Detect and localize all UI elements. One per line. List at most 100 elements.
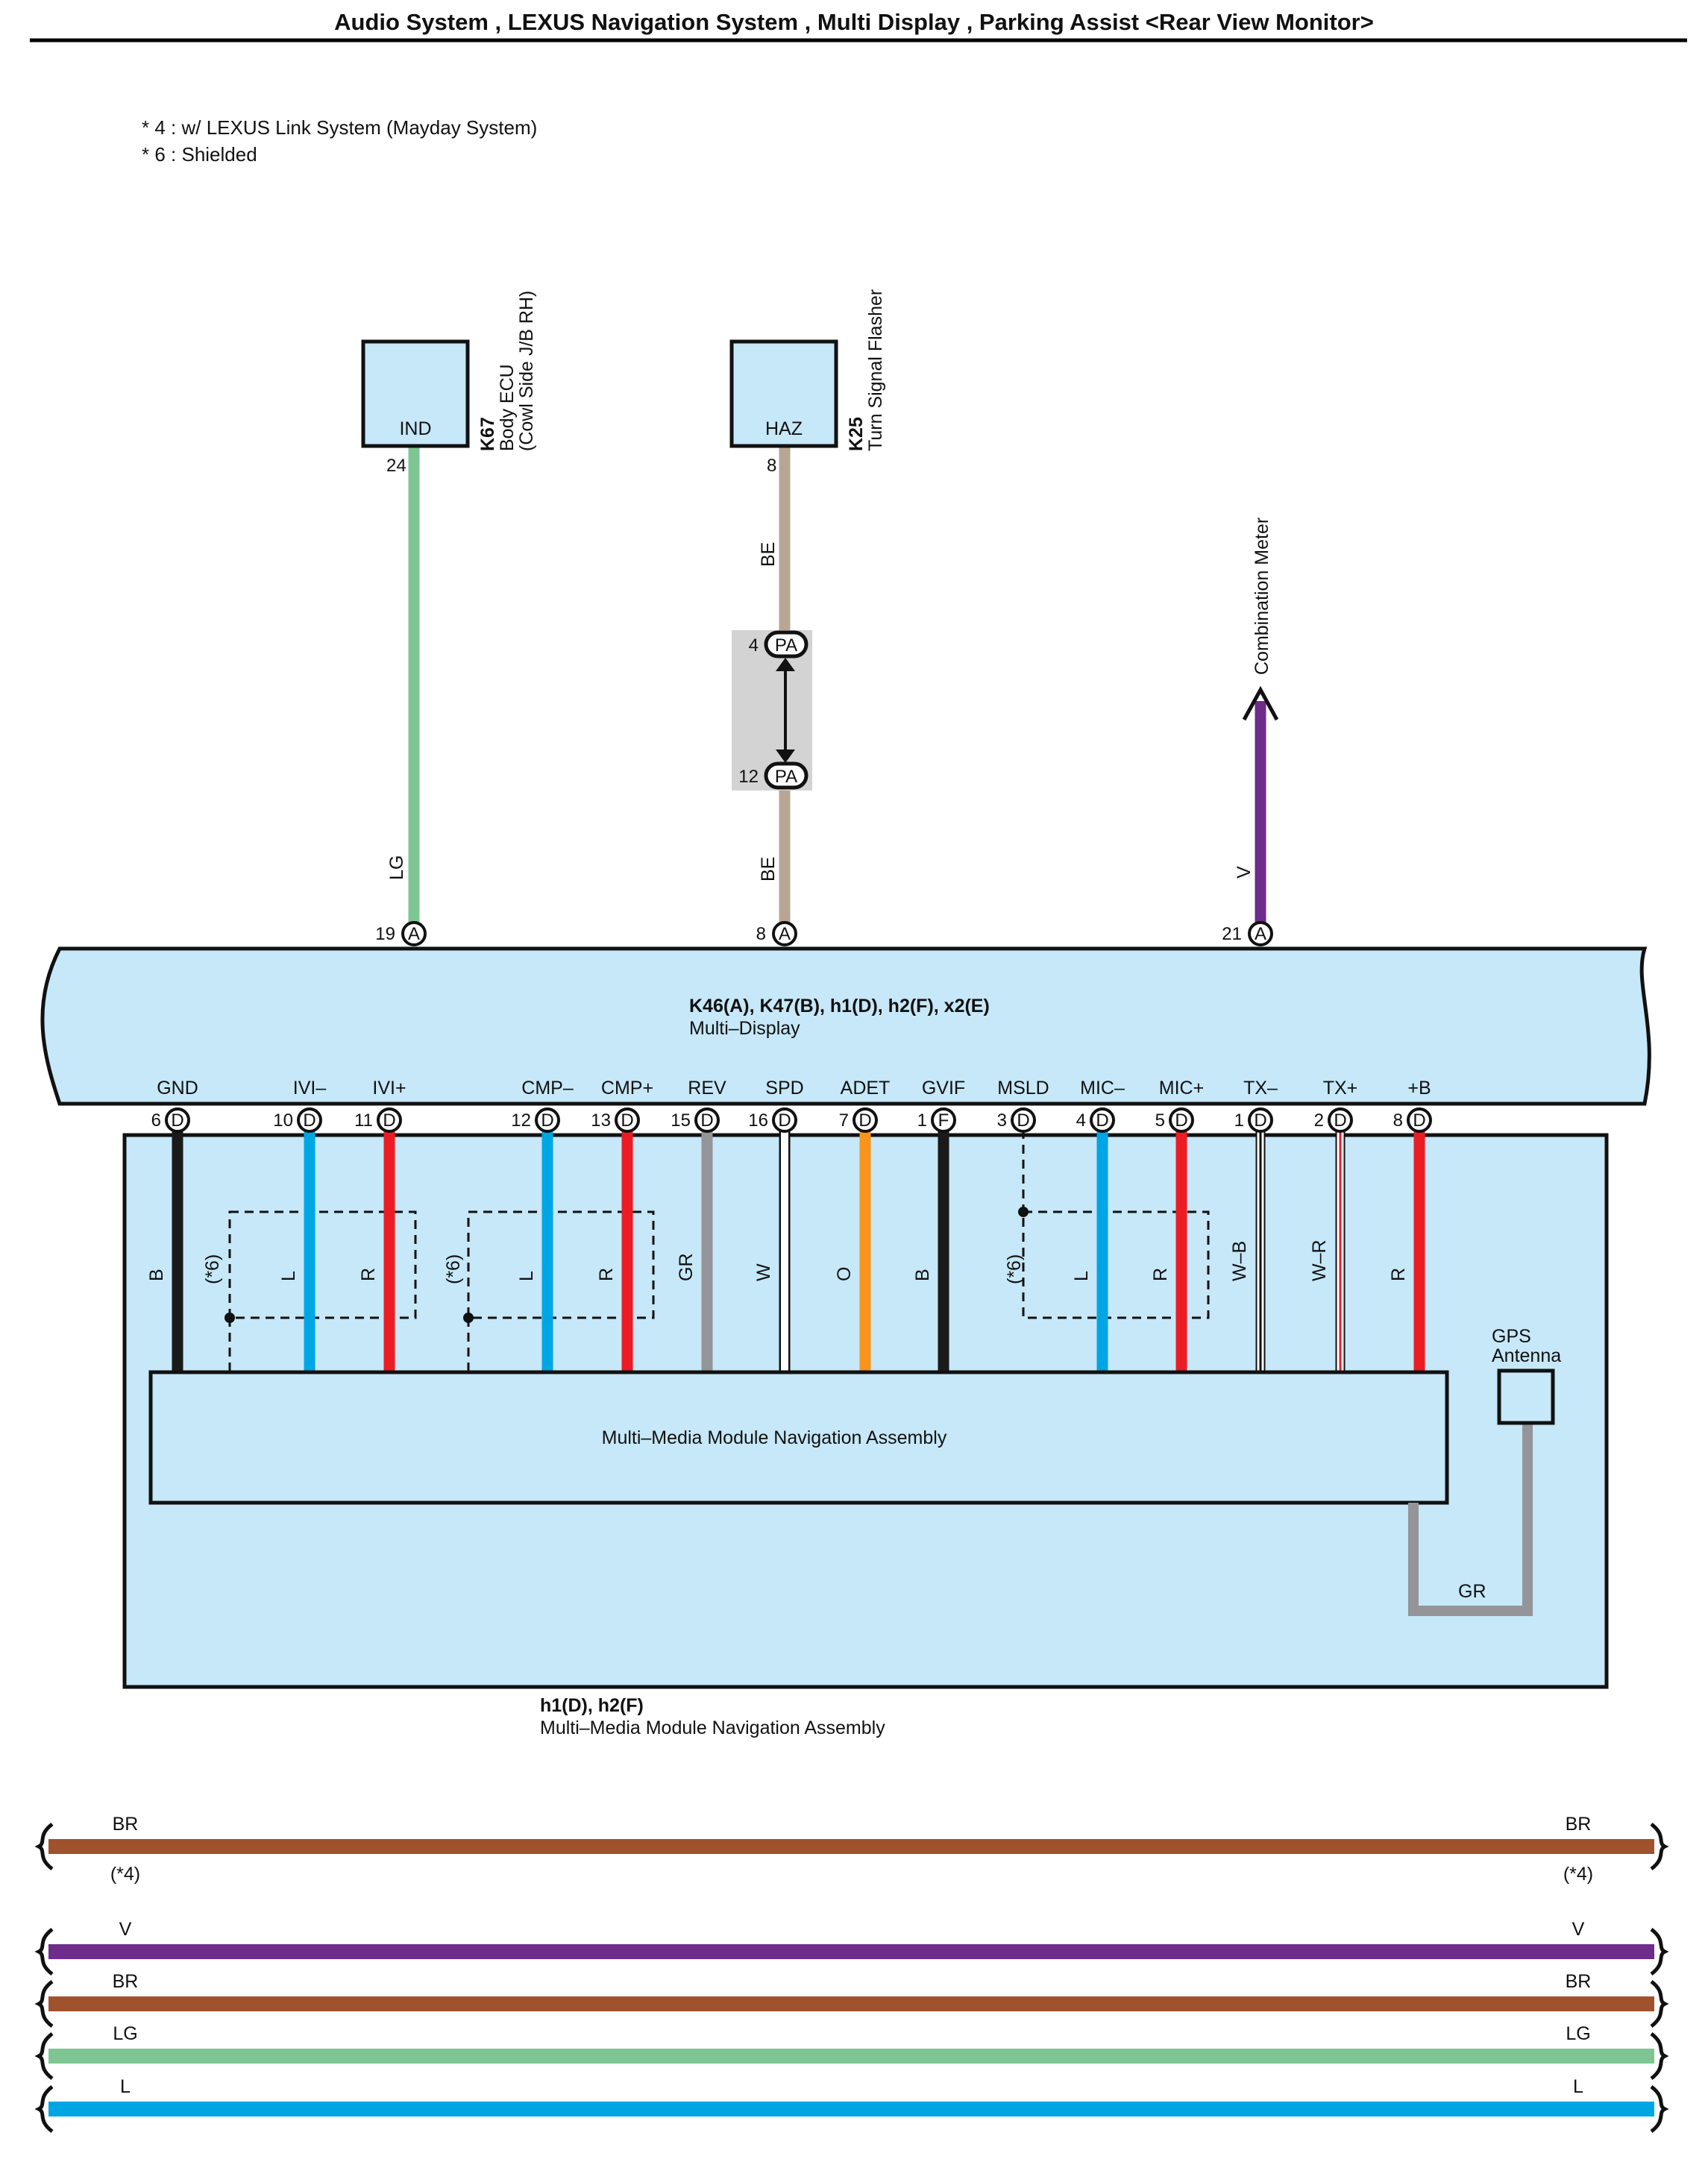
body-ecu-code: K67	[477, 417, 498, 451]
bus-break-left-5	[34, 2085, 54, 2133]
terminal-rev-5-pin: 15	[671, 1110, 691, 1131]
terminal-seuc-pin: 19	[375, 924, 395, 944]
pa-top-connector	[764, 630, 809, 659]
terminal-rev-5-connector	[694, 1107, 720, 1133]
terminal-tx-12-connector-letter: D	[1254, 1110, 1266, 1131]
shield-box-1	[228, 1210, 417, 1319]
terminal-adet-7-name: ADET	[841, 1078, 891, 1099]
terminal-seuc-connector	[401, 921, 427, 946]
bus-label-left-4: LG	[113, 2023, 137, 2044]
terminal-haz-connector-letter: A	[779, 924, 791, 944]
mmm-connectors: h1(D), h2(F)	[540, 1695, 644, 1716]
multi-display-connectors: K46(A), K47(B), h1(D), h2(F), x2(E)	[689, 996, 990, 1016]
terminal-cmp-4-name: CMP+	[601, 1078, 653, 1099]
terminal-msld-9-connector-letter: D	[1017, 1110, 1029, 1131]
bus-break-right-2	[1650, 1928, 1669, 1976]
terminal-cmp-4-pin: 13	[591, 1110, 611, 1131]
body-ecu-box	[361, 339, 470, 448]
terminal-cmp-3-connector	[535, 1107, 560, 1133]
terminal-ivi-2-connector	[377, 1107, 402, 1133]
terminal-pbew-connector	[1248, 921, 1273, 946]
pa-arrow-up	[776, 658, 795, 671]
wire-haz-upper-color: BE	[758, 542, 779, 567]
note-shielded: * 6 : Shielded	[142, 143, 257, 166]
terminal-gnd-0-connector	[165, 1107, 190, 1133]
wire-seuc-color: LG	[386, 855, 407, 880]
terminal-tx-13-connector	[1328, 1107, 1353, 1133]
multi-display-name: Multi–Display	[689, 1018, 800, 1039]
terminal-b-14-pin: 8	[1393, 1110, 1403, 1131]
pa-arrow-down	[776, 749, 795, 763]
terminal-b-14-color: R	[1388, 1268, 1409, 1281]
terminal-b-14-name: +B	[1407, 1078, 1431, 1099]
combination-meter-label: Combination Meter	[1252, 518, 1272, 675]
terminal-ivi-2-connector-letter: D	[383, 1110, 395, 1131]
turn-signal-flasher-name: Turn Signal Flasher	[865, 289, 886, 451]
terminal-ivi-1-connector-letter: D	[303, 1110, 315, 1131]
terminal-spd-6-connector-letter: D	[778, 1110, 791, 1131]
shield-label-2: (*6)	[443, 1254, 464, 1284]
terminal-mic-11-color: R	[1150, 1268, 1171, 1281]
bus-break-left-4	[34, 2032, 54, 2080]
terminal-cmp-4-connector-letter: D	[621, 1110, 633, 1131]
bus-label-right-4: LG	[1566, 2023, 1590, 2044]
bus-note-right-1: (*4)	[1563, 1864, 1593, 1885]
bus-break-right-5	[1650, 2085, 1669, 2133]
terminal-cmp-3-color: L	[516, 1271, 537, 1281]
terminal-cmp-3-pin: 12	[511, 1110, 531, 1131]
terminal-b-14-connector-letter: D	[1413, 1110, 1425, 1131]
terminal-ivi-1-connector	[297, 1107, 322, 1133]
terminal-msld-9-pin: 3	[997, 1110, 1007, 1131]
terminal-tx-13-name: TX+	[1323, 1078, 1358, 1099]
body-ecu-pin: 24	[386, 456, 406, 476]
terminal-mic-11-name: MIC+	[1159, 1078, 1204, 1099]
terminal-gnd-0-name: GND	[157, 1078, 198, 1099]
bus-label-right-3: BR	[1566, 1971, 1592, 1992]
terminal-haz-connector	[772, 921, 797, 946]
bus-label-right-5: L	[1573, 2076, 1583, 2097]
terminal-tx-12-pin: 1	[1234, 1110, 1244, 1131]
pa-bottom-connector-code: PA	[775, 767, 797, 787]
turn-signal-flasher-box	[729, 339, 838, 448]
shield-drain-dot-2	[463, 1313, 474, 1323]
gps-antenna-box	[1497, 1368, 1555, 1425]
terminal-spd-6-connector	[772, 1107, 797, 1133]
bus-break-right-1	[1650, 1823, 1669, 1870]
terminal-tx-13-connector-letter: D	[1334, 1110, 1346, 1131]
bus-label-left-1: BR	[113, 1814, 139, 1835]
terminal-adet-7-connector	[853, 1107, 878, 1133]
terminal-haz-pin: 8	[756, 924, 766, 944]
combination-meter-arrow	[1242, 685, 1279, 721]
terminal-ivi-2-color: R	[358, 1268, 379, 1281]
terminal-rev-5-name: REV	[688, 1078, 726, 1099]
terminal-gvif-8-color: B	[912, 1269, 933, 1281]
shield-box-2	[467, 1210, 655, 1319]
bus-break-left-2	[34, 1928, 54, 1976]
bus-label-left-2: V	[119, 1919, 132, 1940]
terminal-msld-9-connector	[1011, 1107, 1036, 1133]
terminal-cmp-4-color: R	[596, 1268, 617, 1281]
shield-drain-dot-1	[225, 1313, 235, 1323]
bus-break-right-3	[1650, 1980, 1669, 2028]
terminal-gvif-8-pin: 1	[917, 1110, 927, 1131]
bus-label-left-3: BR	[113, 1971, 139, 1992]
terminal-gnd-0-connector-letter: D	[171, 1110, 183, 1131]
bus-note-left-1: (*4)	[110, 1864, 140, 1885]
terminal-mic-10-color: L	[1071, 1271, 1092, 1281]
mmm-name: Multi–Media Module Navigation Assembly	[540, 1718, 885, 1738]
note-mayday: * 4 : w/ LEXUS Link System (Mayday Syste…	[142, 116, 537, 139]
wire-pbew-color: V	[1234, 866, 1255, 879]
terminal-tx-13-pin: 2	[1314, 1110, 1324, 1131]
shield-drain-dot-msld	[1018, 1207, 1029, 1217]
terminal-gvif-8-connector-letter: F	[938, 1110, 949, 1131]
mmm-inner-box	[148, 1370, 1449, 1505]
terminal-ivi-1-pin: 10	[273, 1110, 293, 1131]
terminal-mic-11-connector	[1169, 1107, 1194, 1133]
lower-wires: (*6)(*6)(*6)BD6GNDLD10IVI–RD11IVI+LD12CM…	[146, 1078, 1432, 1372]
terminal-gvif-8-name: GVIF	[922, 1078, 965, 1099]
terminal-mic-11-connector-letter: D	[1175, 1110, 1187, 1131]
terminal-tx-12-color: W–B	[1229, 1241, 1250, 1281]
pa-top-connector-pin: 4	[749, 635, 759, 656]
body-ecu-pin-label: IND	[399, 418, 431, 439]
